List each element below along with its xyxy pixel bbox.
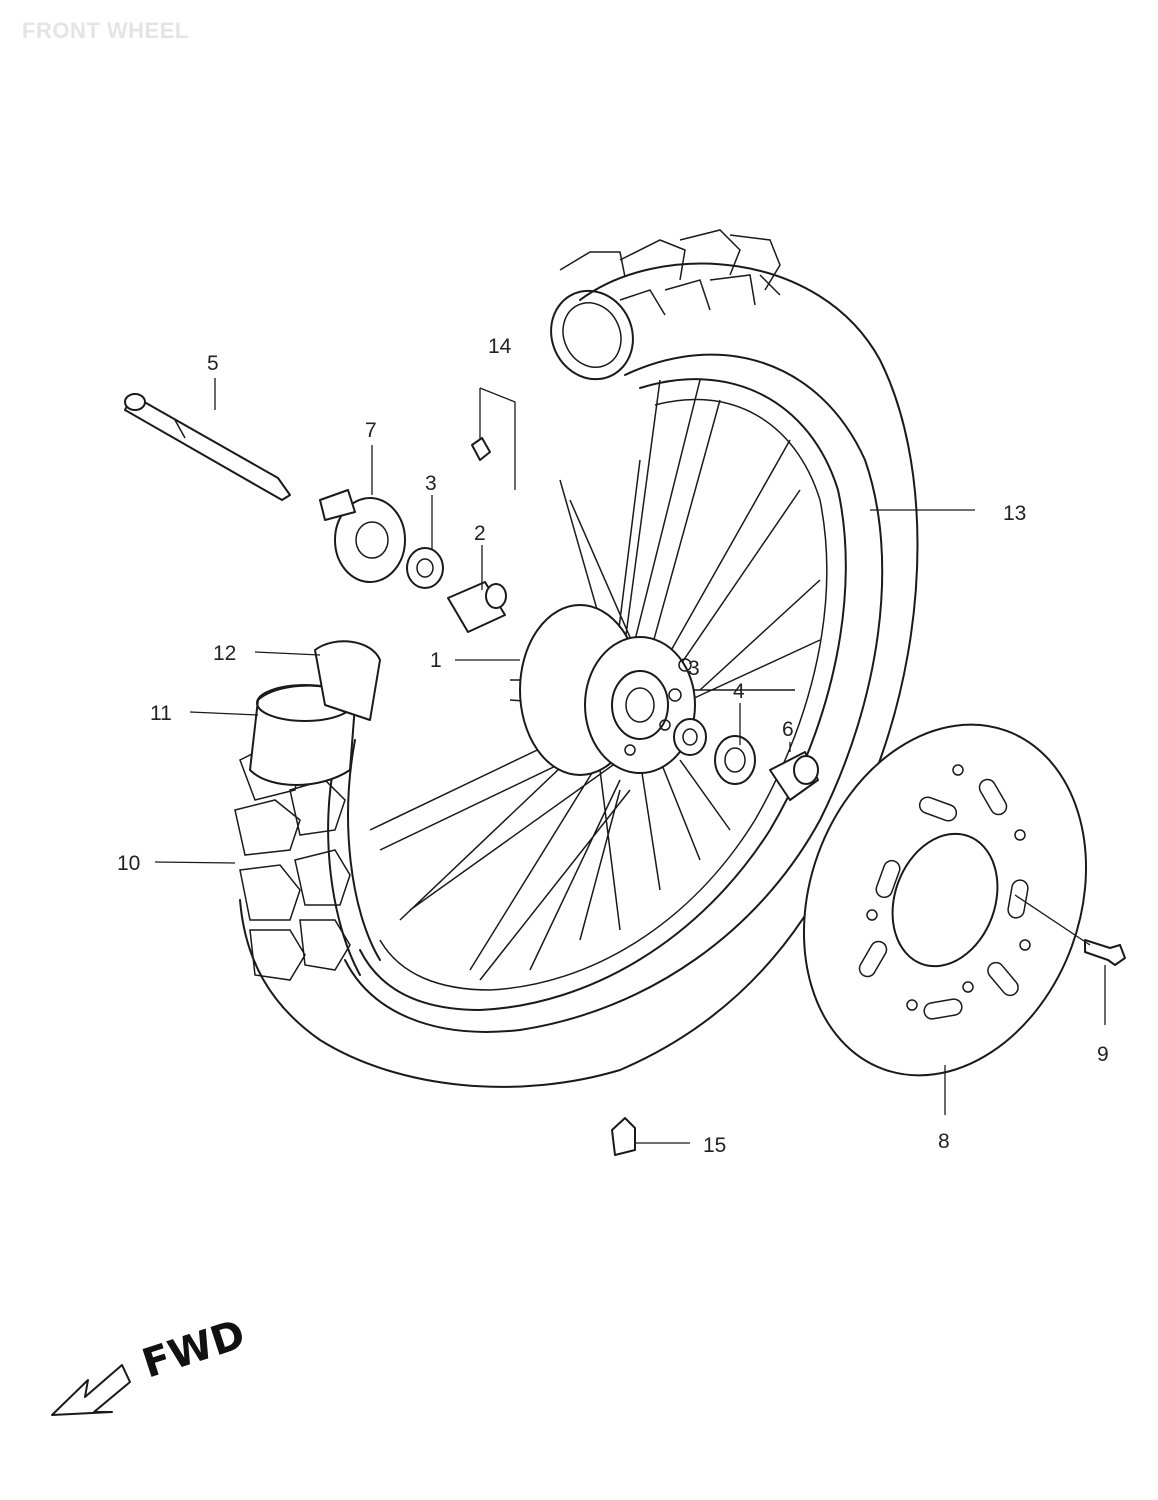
callout-2: 2	[474, 522, 486, 545]
fwd-label: FWD	[137, 1311, 251, 1387]
callout-3-left: 3	[425, 472, 437, 495]
arrow-left-down-icon	[51, 1364, 131, 1416]
bearing-right	[673, 718, 707, 756]
callout-11: 11	[150, 702, 172, 725]
brake-disc	[802, 723, 1088, 1077]
callout-13: 13	[1003, 502, 1026, 525]
spacer-left	[447, 581, 507, 633]
callout-7: 7	[365, 419, 377, 442]
callout-labels: 1 2 3 3 4 5 6 7 8 9 10 11 12 13 14 15	[117, 335, 1109, 1157]
page-title: FRONT WHEEL	[22, 18, 189, 43]
spacer-right	[769, 751, 819, 801]
hub	[519, 604, 696, 776]
callout-4: 4	[733, 680, 745, 703]
speedometer-gearbox	[319, 489, 406, 583]
callout-14: 14	[488, 335, 512, 358]
spoke-nipple	[471, 437, 491, 461]
callout-6: 6	[782, 718, 794, 741]
callout-5: 5	[207, 352, 219, 375]
leader-lines	[154, 378, 1106, 1144]
callout-12: 12	[213, 642, 236, 665]
callout-1: 1	[430, 649, 442, 672]
callout-9: 9	[1097, 1043, 1109, 1066]
disc-bolt	[1084, 939, 1126, 966]
valve-cap	[611, 1117, 636, 1156]
bearing-left	[406, 547, 444, 589]
callout-3-right: 3	[688, 657, 700, 680]
fwd-indicator: FWD	[51, 1311, 251, 1416]
callout-8: 8	[938, 1130, 950, 1153]
callout-10: 10	[117, 852, 140, 875]
dust-seal	[714, 735, 756, 785]
axle	[124, 393, 291, 501]
rim-band	[314, 640, 381, 721]
callout-15: 15	[703, 1134, 726, 1157]
